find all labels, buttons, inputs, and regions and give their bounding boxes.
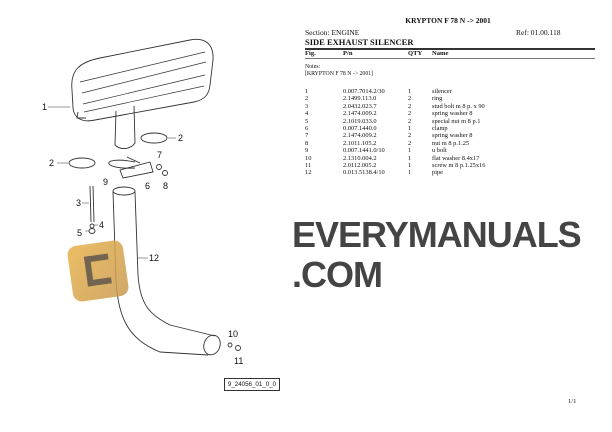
cell-fig: 12 bbox=[305, 169, 312, 177]
cell-name: u bolt bbox=[432, 147, 447, 155]
cell-qty: 1 bbox=[408, 154, 412, 162]
cell-qty: 2 bbox=[408, 102, 412, 110]
cell-fig: 8 bbox=[305, 139, 309, 147]
col-name: Name bbox=[432, 50, 449, 57]
cell-fig: 1 bbox=[305, 88, 309, 95]
table-row: 12 0.013.5138.4/10 1 pipe bbox=[0, 169, 612, 176]
cell-pn: 0.013.5138.4/10 bbox=[343, 169, 385, 177]
notes-label: Notes: bbox=[305, 64, 321, 70]
cell-fig: 6 bbox=[305, 125, 309, 132]
table-header: Fig. P/n QTY Name bbox=[0, 50, 612, 57]
page-heading: SIDE EXHAUST SILENCER bbox=[305, 37, 414, 47]
cell-fig: 11 bbox=[305, 162, 312, 169]
cell-qty: 2 bbox=[408, 132, 412, 140]
cell-fig: 4 bbox=[305, 110, 309, 118]
cell-name: pipe bbox=[432, 169, 444, 177]
section-label: Section: ENGINE bbox=[305, 28, 360, 37]
callout-4: 4 bbox=[99, 220, 104, 230]
callout-12: 12 bbox=[149, 253, 159, 263]
cell-pn: 2.1011.105.2 bbox=[343, 139, 377, 147]
callout-10: 10 bbox=[228, 329, 238, 339]
table-row: 6 0.007.1440.0 1 clamp bbox=[0, 125, 612, 132]
cell-name: nut m 8 p.1.25 bbox=[432, 139, 470, 147]
cell-name: clamp bbox=[432, 125, 448, 132]
table-row: 4 2.1474.009.2 2 spring washer 8 bbox=[0, 110, 612, 117]
callout-11: 11 bbox=[234, 356, 243, 366]
notes-value: [KRYPTON F 78 N -> 2001] bbox=[305, 71, 374, 77]
cell-qty: 1 bbox=[408, 147, 412, 155]
col-pn: P/n bbox=[343, 50, 353, 57]
col-fig: Fig. bbox=[305, 50, 316, 57]
cell-fig: 10 bbox=[305, 154, 312, 162]
table-row: 9 0.007.1441.0/10 1 u bolt bbox=[0, 147, 612, 154]
watermark-text: EVERYMANUALS​.COM bbox=[292, 214, 582, 295]
divider bbox=[305, 48, 595, 50]
watermark-logo-icon bbox=[66, 239, 130, 303]
callout-6: 6 bbox=[145, 181, 150, 191]
cell-fig: 3 bbox=[305, 102, 309, 110]
cell-pn: 0.007.7014.2/30 bbox=[343, 88, 385, 95]
table-row: 2 2.1499.113.0 2 ring bbox=[0, 95, 612, 102]
cell-pn: 0.007.1440.0 bbox=[343, 125, 377, 132]
table-row: 8 2.1011.105.2 2 nut m 8 p.1.25 bbox=[0, 140, 612, 147]
callout-2: 2 bbox=[178, 133, 183, 143]
pipe-part bbox=[112, 191, 216, 356]
cell-qty: 1 bbox=[408, 162, 412, 169]
cell-name: screw m 8 p.1.25x16 bbox=[432, 162, 486, 169]
callout-8: 8 bbox=[163, 181, 168, 191]
cell-fig: 7 bbox=[305, 132, 309, 140]
cell-fig: 5 bbox=[305, 117, 309, 125]
callout-3: 3 bbox=[76, 198, 81, 208]
callout-1: 1 bbox=[42, 102, 47, 112]
table-row: 5 2.1019.033.0 2 special nut m 8 p.1 bbox=[0, 118, 612, 125]
table-row: 11 2.0112.005.2 1 screw m 8 p.1.25x16 bbox=[0, 162, 612, 169]
table-row: 10 2.1310.004.2 1 flat washer 8.4x17 bbox=[0, 155, 612, 162]
cell-qty: 2 bbox=[408, 110, 412, 118]
cell-pn: 2.1499.113.0 bbox=[343, 95, 377, 103]
cell-pn: 2.1474.009.2 bbox=[343, 110, 377, 118]
cell-qty: 1 bbox=[408, 125, 412, 132]
cell-name: stud bolt m 8 p. x 90 bbox=[432, 102, 485, 110]
cell-name: spring washer 8 bbox=[432, 110, 473, 118]
cell-pn: 2.1474.009.2 bbox=[343, 132, 377, 140]
ref-number: Ref: 01.00.118 bbox=[516, 28, 561, 37]
callout-2b: 2 bbox=[49, 158, 54, 168]
divider bbox=[305, 57, 595, 59]
col-qty: QTY bbox=[408, 50, 423, 57]
callout-9: 9 bbox=[103, 177, 108, 187]
cell-fig: 2 bbox=[305, 95, 309, 103]
drawing-ref: 9_24056_01_0_0 bbox=[224, 378, 280, 391]
model-title: KRYPTON F 78 N -> 2001 bbox=[405, 16, 491, 25]
cell-qty: 2 bbox=[408, 139, 412, 147]
cell-fig: 9 bbox=[305, 147, 309, 155]
cell-qty: 1 bbox=[408, 169, 412, 177]
cell-qty: 1 bbox=[408, 88, 412, 95]
cell-name: special nut m 8 p.1 bbox=[432, 117, 481, 125]
table-row: 1 0.007.7014.2/30 1 silencer bbox=[0, 88, 612, 95]
cell-pn: 2.1019.033.0 bbox=[343, 117, 377, 125]
cell-pn: 2.0432.023.7 bbox=[343, 102, 377, 110]
cell-name: spring washer 8 bbox=[432, 132, 473, 140]
cell-pn: 2.0112.005.2 bbox=[343, 162, 377, 169]
cell-qty: 2 bbox=[408, 95, 412, 103]
cell-qty: 2 bbox=[408, 117, 412, 125]
cell-name: ring bbox=[432, 95, 443, 103]
table-row: 3 2.0432.023.7 2 stud bolt m 8 p. x 90 bbox=[0, 103, 612, 110]
silencer-part bbox=[71, 38, 214, 122]
cell-pn: 0.007.1441.0/10 bbox=[343, 147, 385, 155]
page-number: 1/1 bbox=[568, 398, 577, 405]
callout-7: 7 bbox=[157, 150, 162, 160]
cell-pn: 2.1310.004.2 bbox=[343, 154, 377, 162]
callout-5: 5 bbox=[77, 228, 82, 238]
cell-name: silencer bbox=[432, 88, 452, 95]
cell-name: flat washer 8.4x17 bbox=[432, 154, 480, 162]
table-row: 7 2.1474.009.2 2 spring washer 8 bbox=[0, 132, 612, 139]
